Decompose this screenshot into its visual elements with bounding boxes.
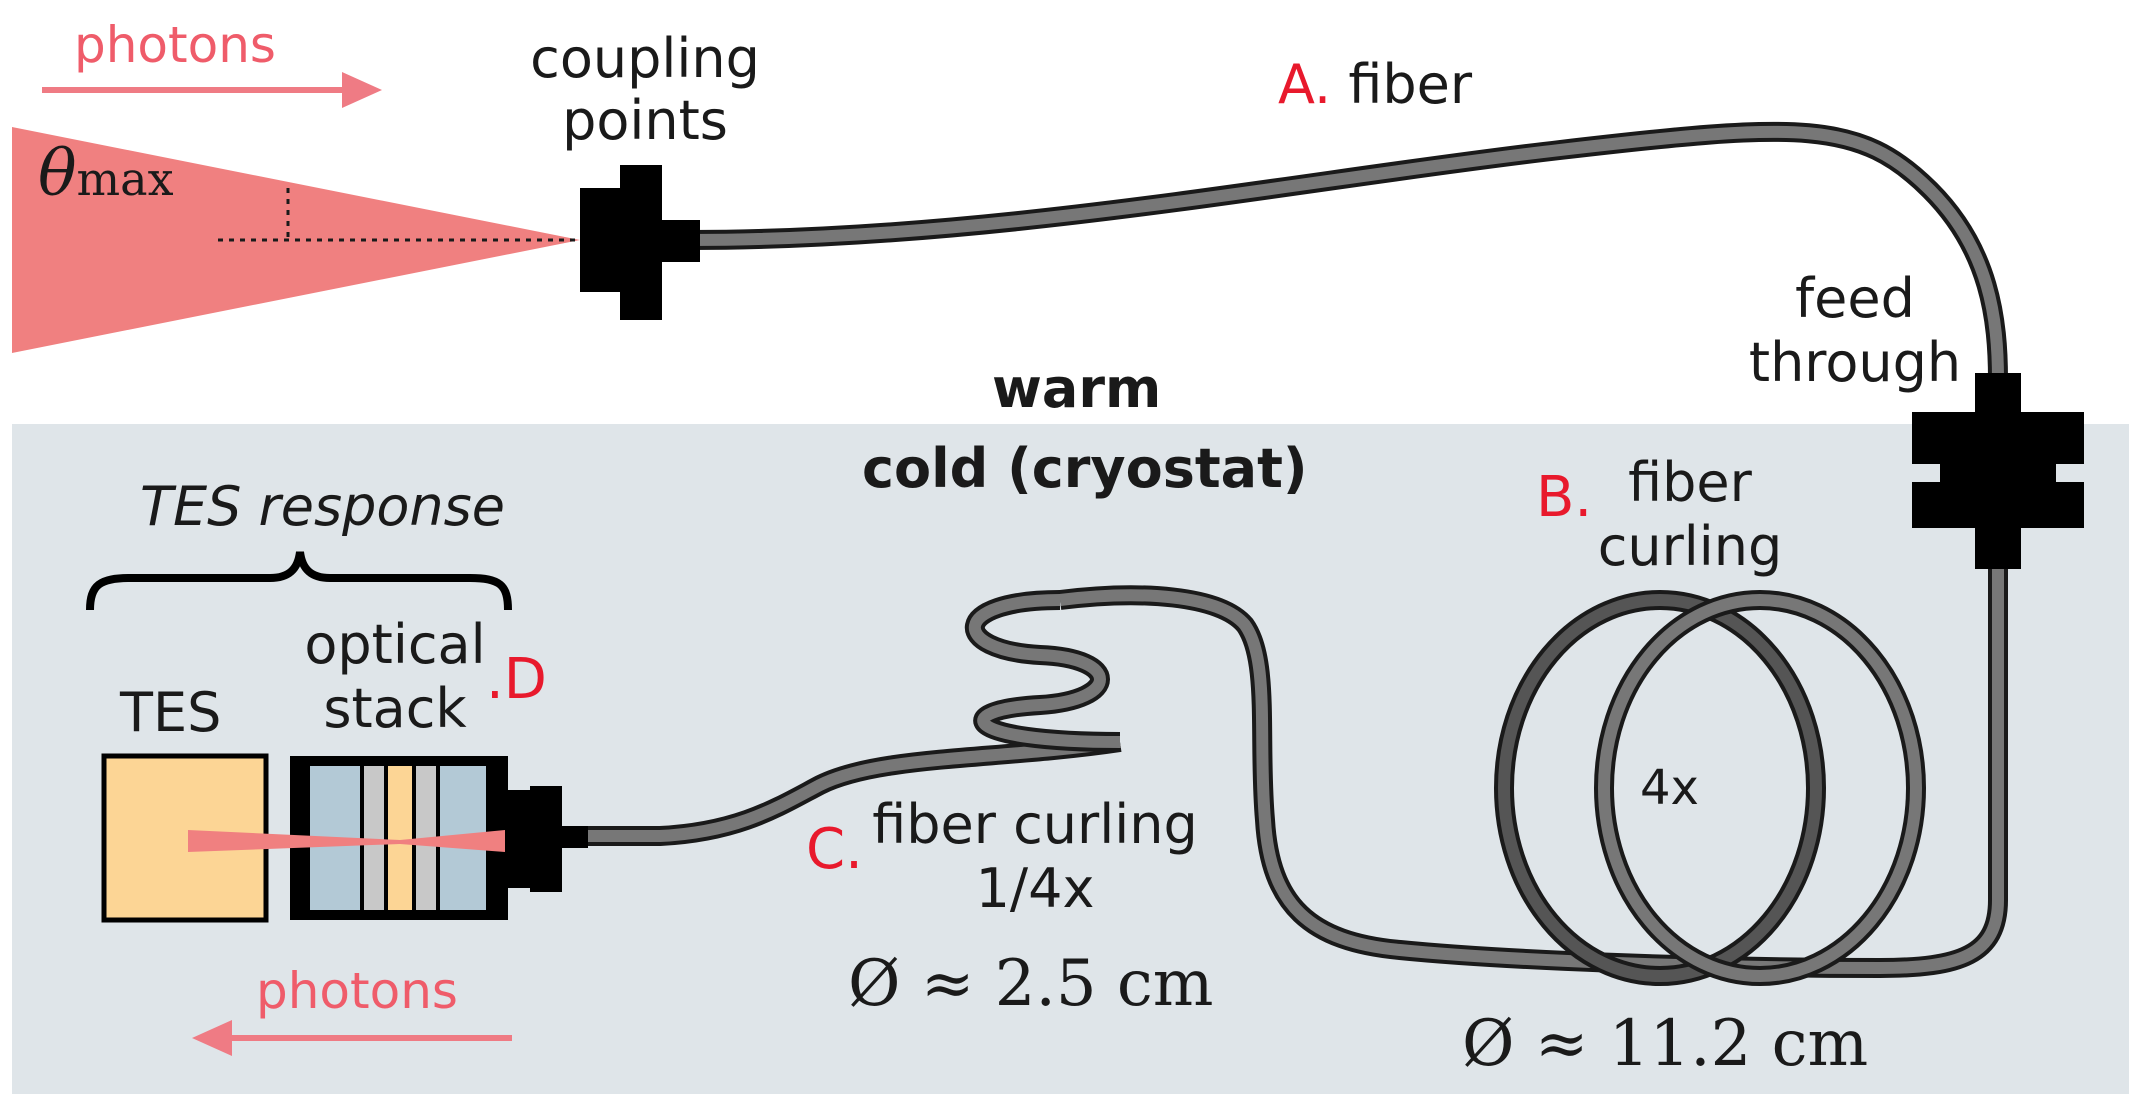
small-fiber-curl: [965, 590, 1121, 752]
theta-symbol: θ: [38, 137, 77, 211]
coupling-connector: [580, 165, 700, 320]
tes-label: TES: [120, 681, 222, 744]
tes-response-label: TES response: [140, 475, 506, 538]
feedthrough-connector: [1912, 373, 2084, 569]
photon-beam: [188, 830, 505, 852]
loops-count-label: 4x: [1640, 760, 1699, 816]
fiber-curling-b-label: fiber curling: [1590, 456, 1790, 574]
optical-line-2: stack: [323, 677, 467, 740]
coupling-points-label: coupling points: [520, 32, 770, 148]
tes-response-brace: [86, 551, 512, 611]
warm-label: warm: [992, 357, 1162, 420]
fiber-curling-c-label: fiber curling 1/4x: [860, 798, 1210, 916]
feed-through-label: feed through: [1740, 272, 1970, 390]
coupling-line-2: points: [562, 89, 728, 152]
marker-c: C.: [806, 817, 863, 882]
fiber-curling-b-line-1: fiber: [1628, 451, 1752, 514]
photons-label-top: photons: [74, 16, 276, 74]
fiber-curling-c-line-1: fiber curling: [872, 793, 1198, 856]
optical-line-1: optical: [304, 613, 486, 676]
optical-stack-label: optical stack: [290, 618, 500, 736]
feed-line-1: feed: [1795, 267, 1915, 330]
coupling-line-1: coupling: [530, 27, 760, 90]
diameter-large-label: Ø ≈ 11.2 cm: [1462, 1007, 1869, 1081]
stack-connector: [506, 786, 588, 892]
photons-label-bottom: photons: [256, 962, 458, 1020]
marker-b: B.: [1536, 465, 1593, 530]
theta-max-guides: [218, 188, 578, 242]
photons-arrow-left: [192, 1020, 512, 1056]
feed-line-2: through: [1748, 331, 1962, 394]
photons-arrow-right: [42, 72, 382, 108]
cold-label: cold (cryostat): [862, 437, 1308, 500]
fiber-a-label: A. fiber: [1278, 58, 1472, 112]
marker-d: .D: [486, 647, 547, 712]
fiber-curling-c-line-2: 1/4x: [975, 857, 1095, 920]
fiber-loops: [1494, 590, 1926, 986]
fiber-text: fiber: [1348, 53, 1473, 116]
diameter-small-label: Ø ≈ 2.5 cm: [848, 947, 1214, 1021]
theta-max-label: θmax: [38, 142, 174, 206]
marker-a: A.: [1278, 53, 1332, 116]
fiber-curling-b-line-2: curling: [1597, 515, 1783, 578]
theta-subscript: max: [76, 152, 174, 206]
